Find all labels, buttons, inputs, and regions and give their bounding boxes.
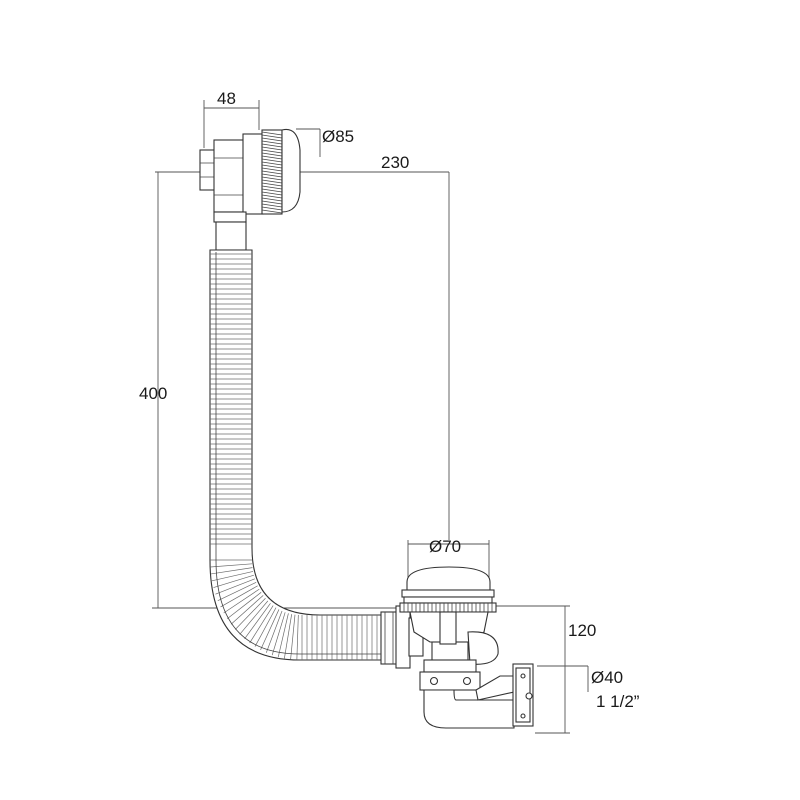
corrugated-hose bbox=[209, 249, 383, 661]
plug-cap bbox=[406, 566, 491, 591]
overflow-diameter-label: Ø85 bbox=[322, 127, 354, 146]
waste-plug bbox=[399, 566, 499, 665]
outlet-thread-label: 1 1/2” bbox=[596, 692, 640, 711]
overflow-assembly bbox=[199, 128, 301, 251]
overflow-cover bbox=[281, 128, 301, 213]
trap-outlet bbox=[419, 659, 534, 729]
horizontal-span-label: 230 bbox=[381, 153, 409, 172]
dimension-labels: 48 Ø85 230 400 Ø70 120 Ø40 1 1/2” bbox=[139, 89, 640, 711]
outlet-diameter-label: Ø40 bbox=[591, 668, 623, 687]
waste-height-label: 120 bbox=[568, 621, 596, 640]
height-label: 400 bbox=[139, 384, 167, 403]
waste-diameter-label: Ø70 bbox=[429, 537, 461, 556]
overflow-width-label: 48 bbox=[217, 89, 236, 108]
